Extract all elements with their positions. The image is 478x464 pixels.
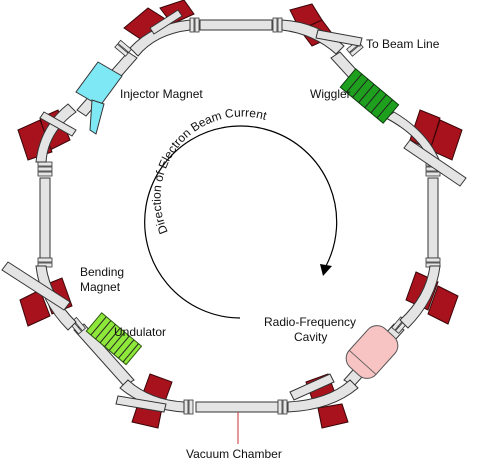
undulator-label: Undulator xyxy=(114,325,166,339)
rf-cavity-label-line2: Cavity xyxy=(294,330,327,344)
rf-cavity xyxy=(345,325,399,379)
bottom-straight-section xyxy=(195,401,279,413)
rf-cavity-label-line1: Radio-Frequency xyxy=(264,315,356,329)
bending-magnet-left-lower xyxy=(1,261,77,331)
top-straight-section xyxy=(199,19,273,31)
beam-direction-indicator: Direction of Electron Beam Current xyxy=(144,106,338,319)
wiggler xyxy=(339,68,400,124)
arrowhead-icon xyxy=(320,264,332,276)
bending-magnet-label-line2: Magnet xyxy=(80,280,121,294)
vacuum-chamber-label: Vacuum Chamber xyxy=(186,447,282,461)
beam-direction-label: Direction of Electron Beam Current xyxy=(150,106,269,237)
bending-magnet-right-upper xyxy=(385,109,467,187)
bending-magnet-left-upper xyxy=(17,103,77,163)
bending-magnet-top-left xyxy=(123,0,195,57)
bending-magnet-bottom-left xyxy=(115,373,185,429)
left-straight-section xyxy=(39,177,51,259)
bending-magnet-label-line1: Bending xyxy=(80,265,124,279)
bending-magnet-bottom-right xyxy=(287,373,359,429)
undulator xyxy=(85,312,143,366)
to-beam-line-label: To Beam Line xyxy=(366,37,440,51)
injector-magnet-label: Injector Magnet xyxy=(120,87,203,101)
bending-magnet-right-lower xyxy=(399,265,459,329)
right-straight-section xyxy=(427,177,439,259)
bending-magnet-top-right xyxy=(281,3,363,55)
injector-magnet xyxy=(75,61,123,135)
wiggler-label: Wiggler xyxy=(310,87,351,101)
